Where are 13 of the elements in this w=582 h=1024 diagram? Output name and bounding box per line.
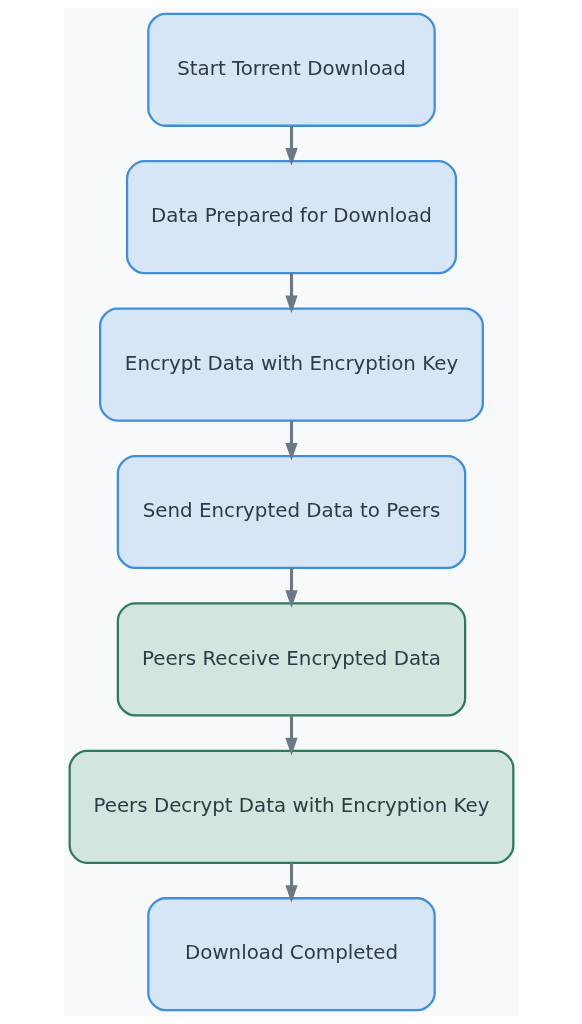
node-box: Send Encrypted Data to Peers bbox=[116, 454, 466, 570]
arrow bbox=[284, 420, 298, 461]
node-box: Data Prepared for Download bbox=[125, 160, 457, 275]
arrow bbox=[284, 273, 298, 314]
arrow bbox=[284, 715, 298, 756]
node-box: Start Torrent Download bbox=[146, 12, 436, 127]
arrow bbox=[284, 568, 298, 608]
node-box: Download Completed bbox=[146, 897, 436, 1012]
node-box: Encrypt Data with Encryption Key bbox=[98, 307, 484, 422]
arrow bbox=[284, 125, 298, 166]
arrow bbox=[284, 862, 298, 903]
node-box: Peers Receive Encrypted Data bbox=[116, 602, 466, 717]
node-box: Peers Decrypt Data with Encryption Key bbox=[68, 749, 514, 864]
